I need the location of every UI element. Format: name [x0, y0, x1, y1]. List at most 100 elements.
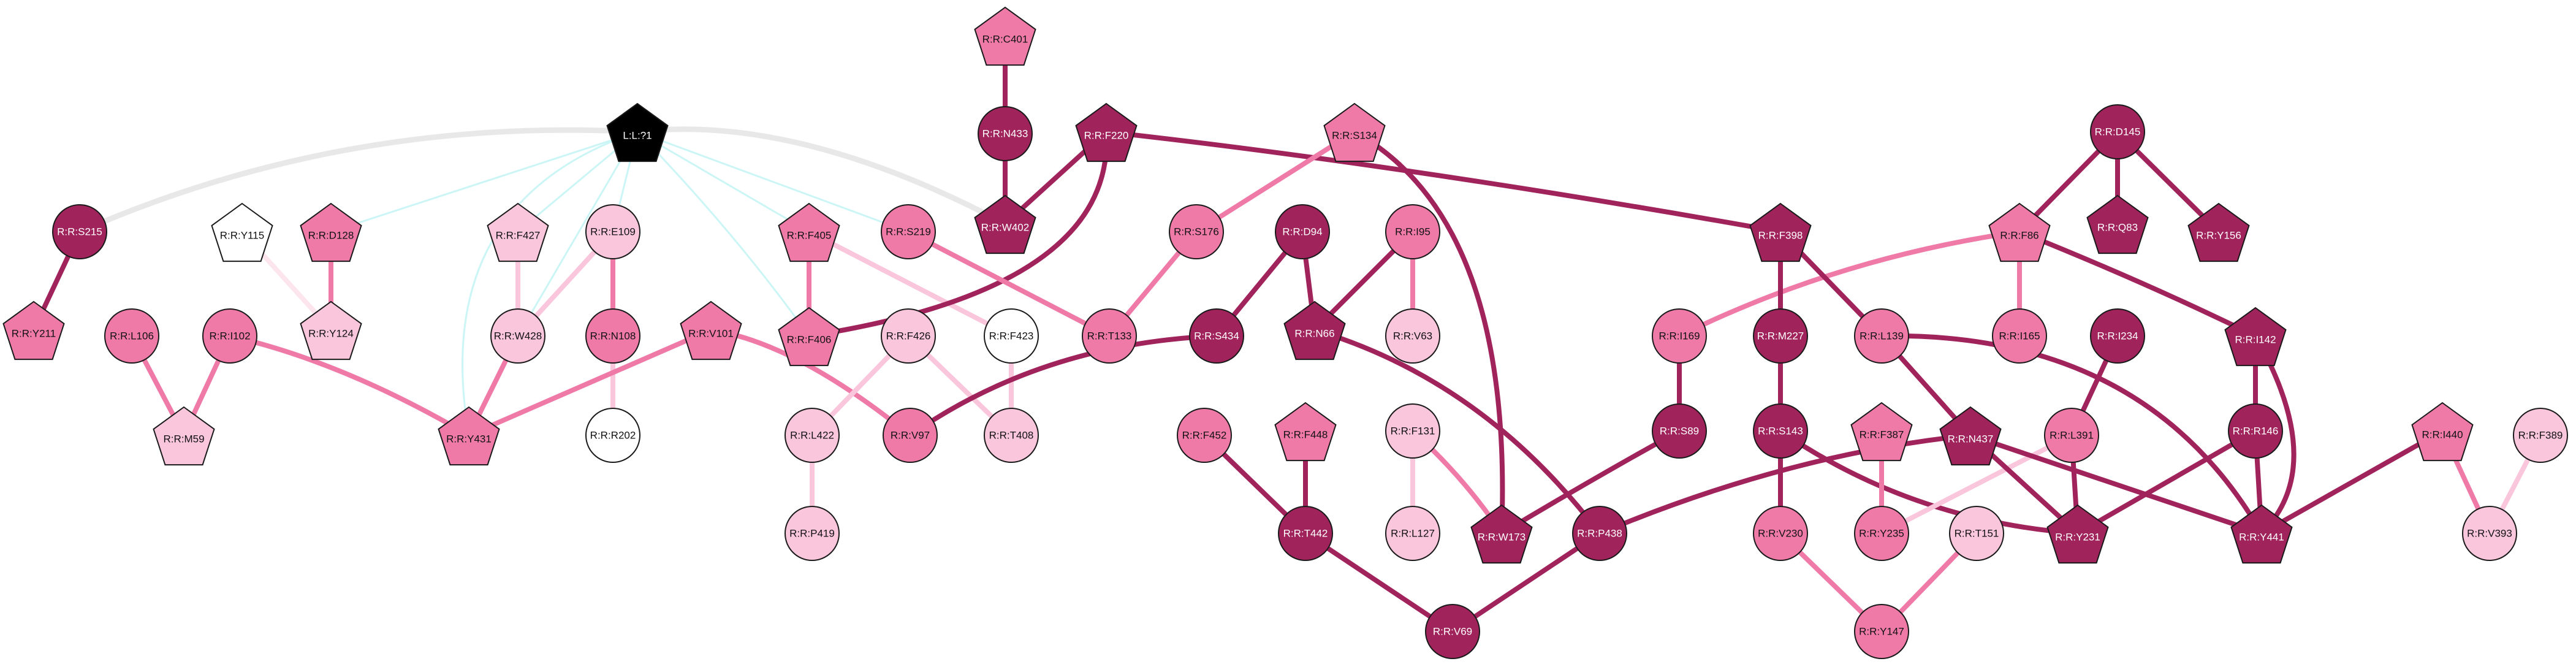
- node-n108[interactable]: R:R:N108: [585, 308, 640, 364]
- node-r202[interactable]: R:R:R202: [585, 408, 640, 463]
- node-n433[interactable]: R:R:N433: [978, 106, 1033, 161]
- node-v101[interactable]: R:R:V101: [680, 300, 742, 361]
- node-l106[interactable]: R:R:L106: [104, 308, 159, 364]
- edge-l71-y431: [462, 131, 639, 437]
- node-f426[interactable]: R:R:F426: [881, 308, 936, 364]
- node-label: R:R:R202: [590, 430, 636, 441]
- node-s219[interactable]: R:R:S219: [881, 204, 936, 259]
- node-label: R:R:N66: [1294, 328, 1334, 340]
- node-r146[interactable]: R:R:R146: [2228, 403, 2283, 459]
- node-f398[interactable]: R:R:F398: [1749, 202, 1812, 262]
- node-i234[interactable]: R:R:I234: [2090, 308, 2145, 364]
- node-m227[interactable]: R:R:M227: [1753, 308, 1808, 364]
- node-label: R:R:S219: [886, 226, 931, 238]
- node-label: R:R:I95: [1395, 226, 1430, 238]
- node-i169[interactable]: R:R:I169: [1652, 308, 1707, 364]
- node-label: R:R:T442: [1283, 528, 1328, 540]
- node-f131[interactable]: R:R:F131: [1385, 403, 1440, 459]
- node-pentagon: [438, 406, 500, 466]
- node-c401[interactable]: R:R:C401: [974, 6, 1036, 66]
- node-y115[interactable]: R:R:Y115: [211, 202, 273, 262]
- node-l71[interactable]: L:L:?1: [606, 102, 669, 162]
- node-s89[interactable]: R:R:S89: [1652, 403, 1707, 459]
- node-t442[interactable]: R:R:T442: [1278, 506, 1333, 561]
- node-d145[interactable]: R:R:D145: [2090, 104, 2145, 159]
- node-l391[interactable]: R:R:L391: [2044, 408, 2099, 463]
- node-i102[interactable]: R:R:I102: [202, 308, 257, 364]
- node-i95[interactable]: R:R:I95: [1385, 204, 1440, 259]
- node-f452[interactable]: R:R:F452: [1177, 408, 1232, 463]
- node-f427[interactable]: R:R:F427: [487, 202, 549, 262]
- node-v230[interactable]: R:R:V230: [1753, 506, 1808, 561]
- node-s215[interactable]: R:R:S215: [52, 204, 107, 259]
- node-i440[interactable]: R:R:I440: [2411, 402, 2474, 462]
- node-i142[interactable]: R:R:I142: [2224, 307, 2287, 367]
- node-f405[interactable]: R:R:F405: [778, 202, 840, 262]
- node-label: L:L:?1: [623, 130, 652, 142]
- node-p419[interactable]: R:R:P419: [785, 506, 840, 561]
- node-circle: [1854, 604, 1909, 659]
- node-v69[interactable]: R:R:V69: [1425, 604, 1480, 659]
- node-n66[interactable]: R:R:N66: [1283, 300, 1346, 361]
- node-s434[interactable]: R:R:S434: [1189, 308, 1244, 364]
- node-l139[interactable]: R:R:L139: [1854, 308, 1909, 364]
- node-l127[interactable]: R:R:L127: [1385, 506, 1440, 561]
- node-pentagon: [2, 300, 65, 361]
- node-f448[interactable]: R:R:F448: [1274, 402, 1337, 462]
- edge-f220-f406: [807, 129, 1109, 338]
- node-label: R:R:P438: [1577, 528, 1622, 540]
- node-d128[interactable]: R:R:D128: [300, 202, 362, 262]
- edge-v101-y431: [466, 327, 713, 438]
- node-circle: [585, 308, 640, 364]
- node-f86[interactable]: R:R:F86: [1988, 202, 2051, 262]
- node-m59[interactable]: R:R:M59: [153, 406, 215, 466]
- node-pentagon: [211, 202, 273, 262]
- node-y431[interactable]: R:R:Y431: [438, 406, 500, 466]
- node-label: R:R:I165: [1999, 330, 2040, 342]
- node-v97[interactable]: R:R:V97: [883, 408, 938, 463]
- node-n437[interactable]: R:R:N437: [1939, 406, 2002, 466]
- node-v393[interactable]: R:R:V393: [2462, 506, 2517, 561]
- node-t133[interactable]: R:R:T133: [1082, 308, 1137, 364]
- node-y235[interactable]: R:R:Y235: [1854, 506, 1909, 561]
- node-y211[interactable]: R:R:Y211: [2, 300, 65, 361]
- node-pentagon: [2224, 307, 2287, 367]
- node-f423[interactable]: R:R:F423: [984, 308, 1039, 364]
- edge-l71-w402: [634, 126, 1008, 227]
- node-label: R:R:N437: [1948, 433, 1994, 445]
- node-f220[interactable]: R:R:F220: [1075, 102, 1138, 162]
- node-f389[interactable]: R:R:F389: [2513, 408, 2568, 463]
- node-label: R:R:V101: [688, 328, 734, 340]
- node-label: R:R:F426: [886, 330, 931, 342]
- node-s134[interactable]: R:R:S134: [1323, 102, 1386, 162]
- node-w173[interactable]: R:R:W173: [1470, 504, 1533, 564]
- node-s143[interactable]: R:R:S143: [1753, 403, 1808, 459]
- node-label: R:R:Y211: [12, 328, 56, 340]
- edge-s134-w173: [1352, 129, 1505, 536]
- node-circle: [1572, 506, 1627, 561]
- node-e109[interactable]: R:R:E109: [585, 204, 640, 259]
- node-l422[interactable]: R:R:L422: [785, 408, 840, 463]
- node-w402[interactable]: R:R:W402: [974, 194, 1036, 254]
- node-v63[interactable]: R:R:V63: [1385, 308, 1440, 364]
- node-s176[interactable]: R:R:S176: [1169, 204, 1224, 259]
- node-d94[interactable]: R:R:D94: [1275, 204, 1330, 259]
- edge-i102-y431: [227, 334, 471, 438]
- node-f406[interactable]: R:R:F406: [778, 307, 840, 367]
- node-y441[interactable]: R:R:Y441: [2230, 504, 2293, 564]
- node-t408[interactable]: R:R:T408: [984, 408, 1039, 463]
- node-f387[interactable]: R:R:F387: [1850, 402, 1913, 462]
- node-w428[interactable]: R:R:W428: [490, 308, 545, 364]
- node-label: R:R:D145: [2095, 126, 2141, 138]
- node-t151[interactable]: R:R:T151: [1949, 506, 2004, 561]
- node-y156[interactable]: R:R:Y156: [2187, 202, 2250, 262]
- node-y124[interactable]: R:R:Y124: [300, 300, 362, 361]
- node-i165[interactable]: R:R:I165: [1992, 308, 2047, 364]
- node-y147[interactable]: R:R:Y147: [1854, 604, 1909, 659]
- node-p438[interactable]: R:R:P438: [1572, 506, 1627, 561]
- node-q83[interactable]: R:R:Q83: [2086, 194, 2149, 254]
- node-pentagon: [1075, 102, 1138, 162]
- node-y231[interactable]: R:R:Y231: [2046, 504, 2109, 564]
- node-label: R:R:Y231: [2055, 532, 2100, 543]
